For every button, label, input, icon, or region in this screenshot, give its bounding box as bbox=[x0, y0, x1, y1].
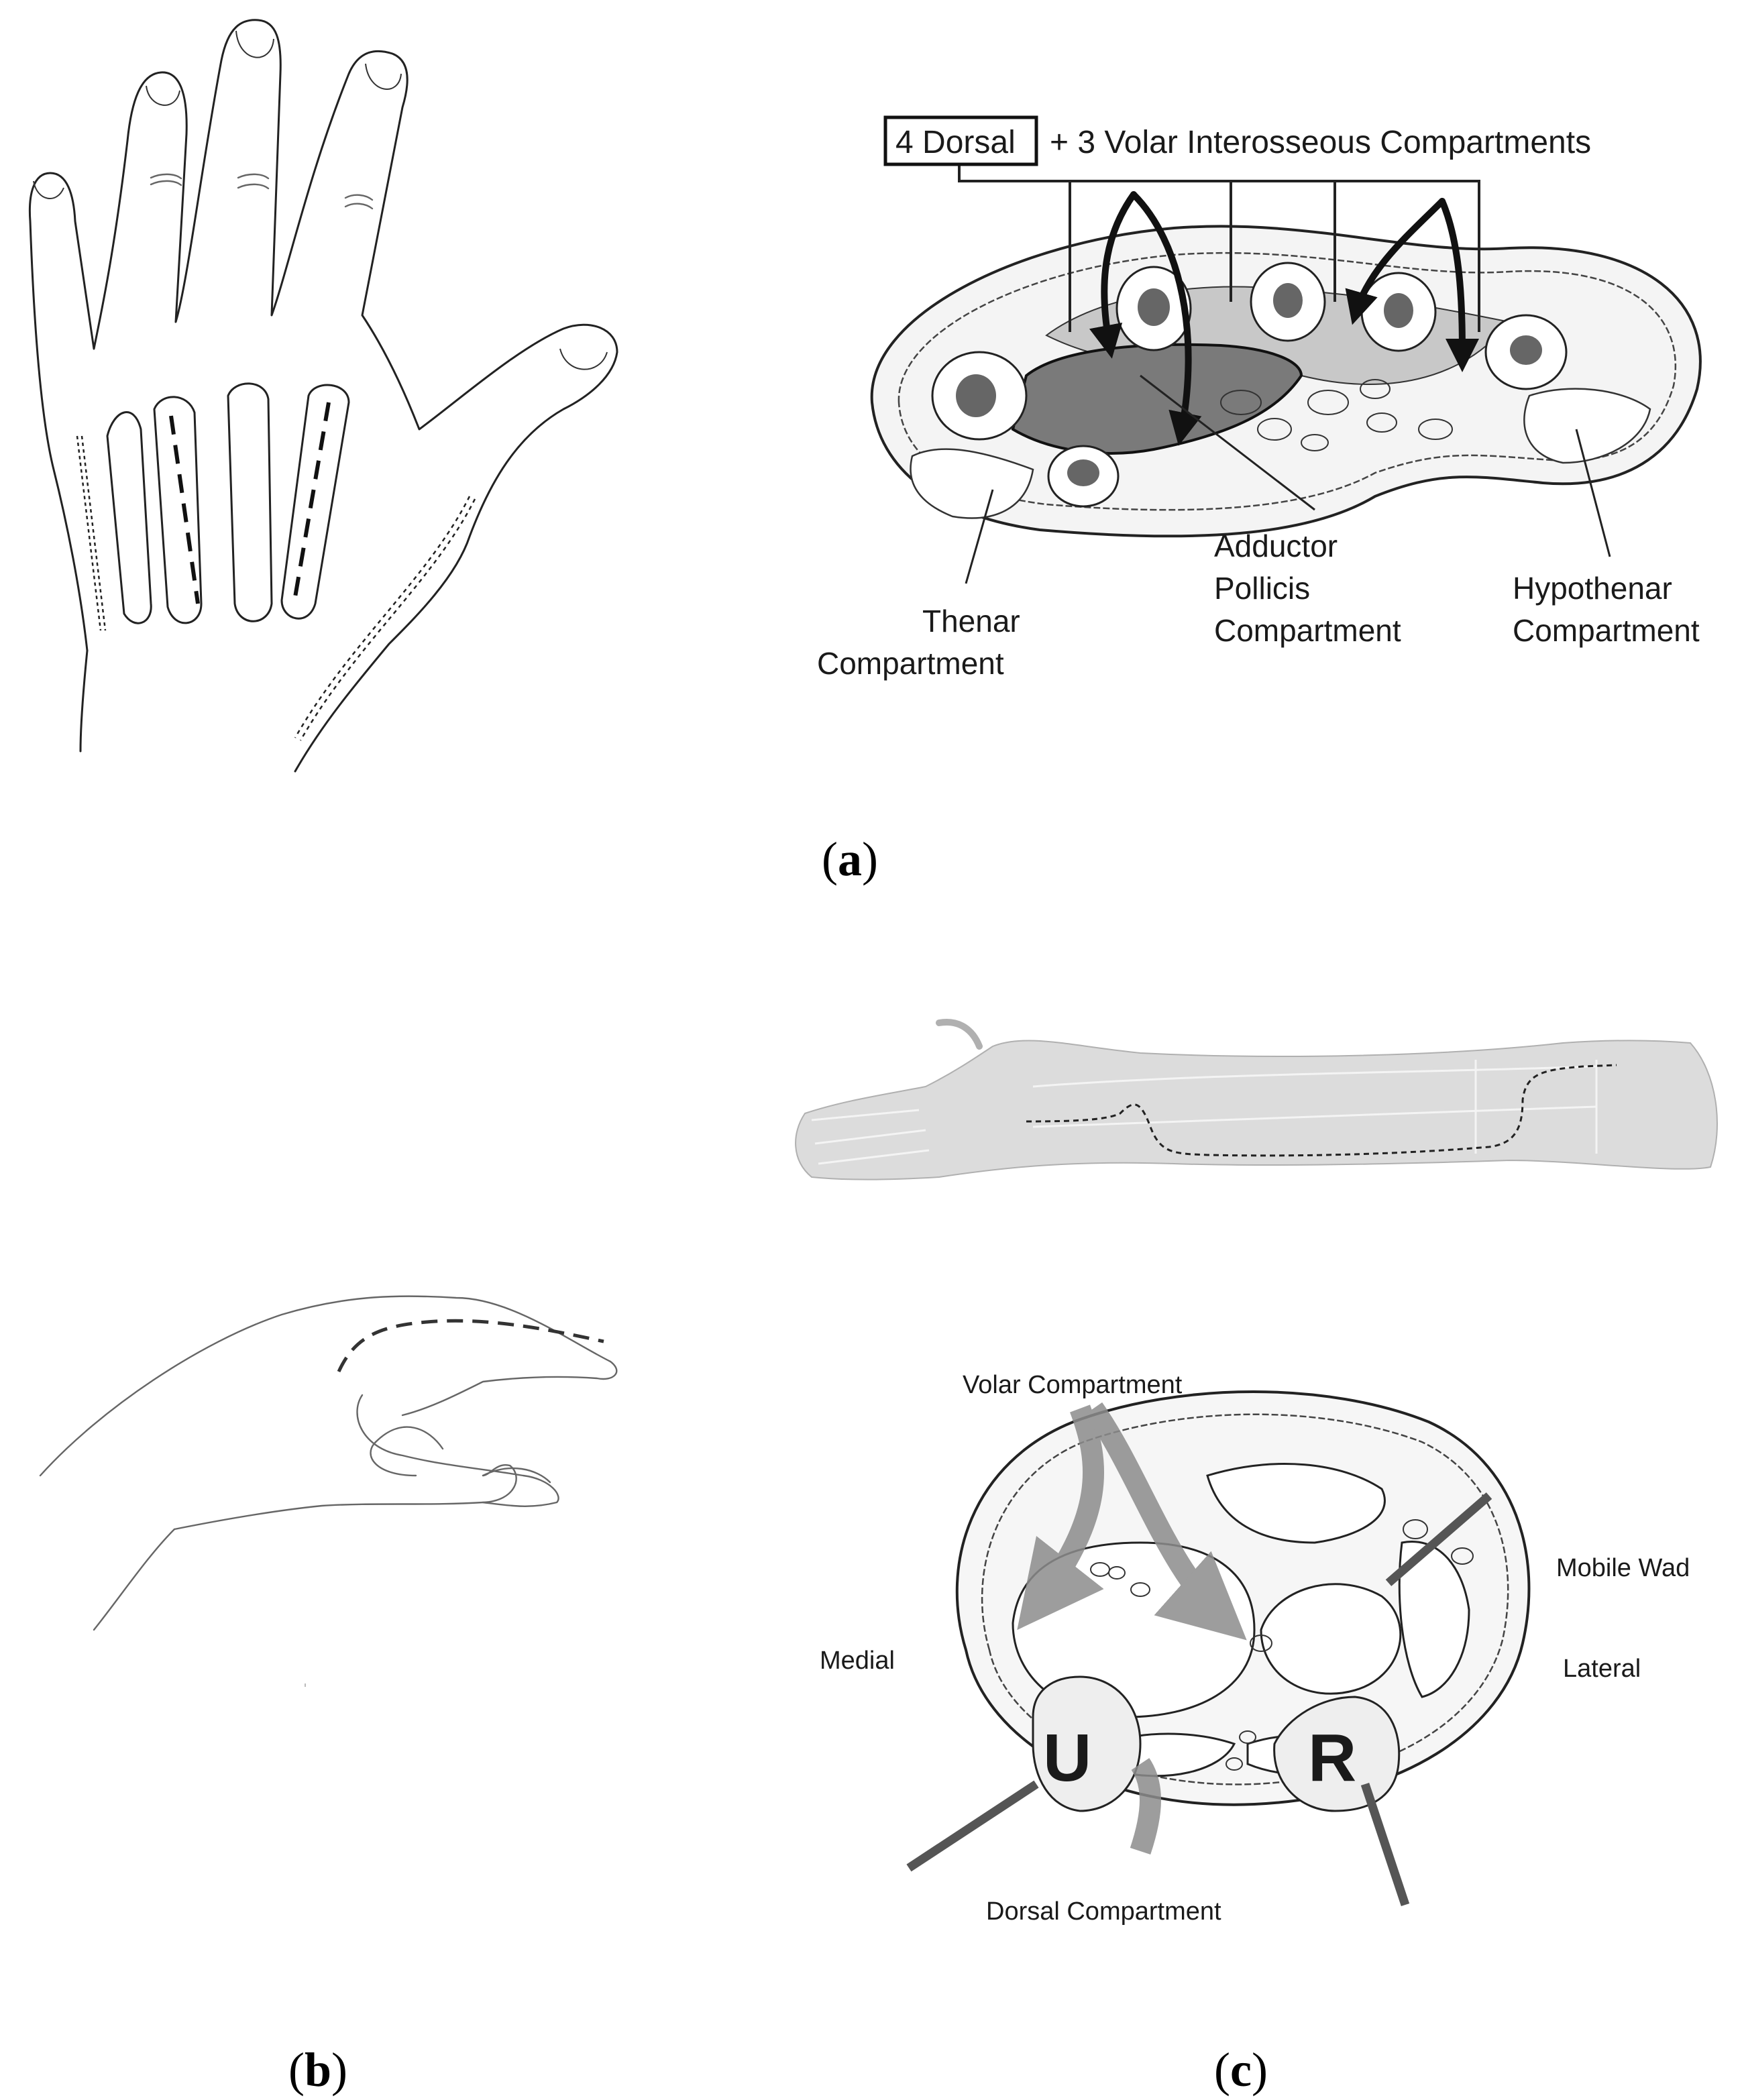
forearm-illustration bbox=[795, 1019, 1718, 1180]
volar-compartment-label: Volar Compartment bbox=[963, 1371, 1183, 1399]
caption-b: (b) bbox=[288, 2043, 347, 2097]
metacarpal-bone bbox=[1250, 262, 1326, 342]
metacarpal-bone bbox=[931, 351, 1028, 441]
lateral-finger-illustration bbox=[39, 1295, 618, 1687]
header-label: + 3 Volar Interosseous Compartments bbox=[1050, 125, 1591, 160]
mobile-wad-label: Mobile Wad bbox=[1556, 1554, 1690, 1582]
radius-bone: R bbox=[1273, 1696, 1401, 1812]
adductor-label-1: Adductor bbox=[1214, 529, 1338, 563]
hypothenar-leader bbox=[1575, 429, 1611, 557]
thenar-label-2: Compartment bbox=[817, 646, 1004, 681]
hand-cross-section: 4 Dorsal + 3 Volar Interosseous Compartm… bbox=[817, 115, 1702, 681]
adductor-label-3: Compartment bbox=[1214, 613, 1401, 648]
lateral-label: Lateral bbox=[1563, 1655, 1641, 1683]
finger-incision-line bbox=[337, 1319, 604, 1373]
incision-arrows bbox=[1089, 191, 1479, 446]
hypothenar-label-2: Compartment bbox=[1513, 613, 1700, 648]
forearm-incision-line bbox=[1026, 1064, 1617, 1157]
header-boxed-label: 4 Dorsal bbox=[895, 125, 1016, 160]
adductor-label-2: Pollicis bbox=[1214, 571, 1310, 606]
adductor-leader bbox=[1140, 374, 1315, 511]
caption-a: (a) bbox=[822, 832, 878, 886]
compartment-bracket bbox=[958, 164, 1480, 332]
dorsal-hand-illustration bbox=[28, 19, 618, 773]
volar-structures bbox=[1220, 379, 1453, 451]
radius-letter: R bbox=[1308, 1720, 1356, 1795]
dorsal-compartment-label: Dorsal Compartment bbox=[986, 1897, 1221, 1926]
thenar-leader bbox=[965, 489, 994, 584]
metacarpal-bone bbox=[1484, 314, 1568, 390]
thenar-compartment bbox=[910, 448, 1034, 519]
hypothenar-label-1: Hypothenar bbox=[1513, 571, 1672, 606]
thenar-label-1: Thenar bbox=[922, 604, 1020, 639]
fasciotomy-arrows bbox=[1017, 1402, 1247, 1855]
dorsal-box bbox=[883, 115, 1038, 166]
hypothenar-compartment bbox=[1523, 388, 1651, 464]
forearm-cross-section: U R bbox=[906, 1390, 1531, 1907]
caption-c: (c) bbox=[1214, 2043, 1268, 2097]
ulna-bone: U bbox=[1032, 1675, 1142, 1812]
metacarpal-bone bbox=[1115, 266, 1192, 351]
ulna-letter: U bbox=[1043, 1720, 1091, 1795]
metacarpal-bone bbox=[1360, 272, 1437, 352]
thumb-bone bbox=[1047, 445, 1120, 508]
incision-bars bbox=[906, 1492, 1492, 1907]
medial-label: Medial bbox=[820, 1647, 895, 1675]
